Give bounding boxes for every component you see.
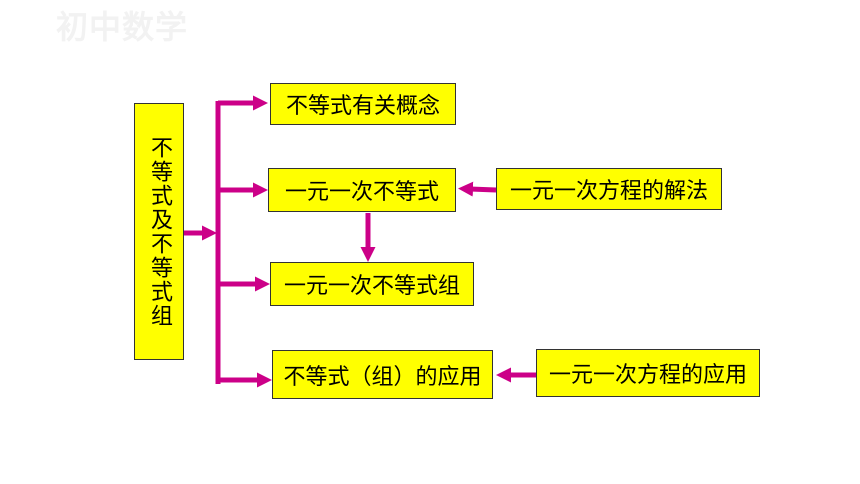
side-input-solution-method: 一元一次方程的解法 bbox=[496, 168, 722, 210]
watermark: 初中数学 bbox=[56, 8, 189, 46]
branch-node-applications: 不等式（组）的应用 bbox=[272, 350, 493, 399]
branch-node-linear-inequality: 一元一次不等式 bbox=[268, 168, 456, 212]
branch-node-inequality-system: 一元一次不等式组 bbox=[270, 262, 474, 306]
arrow-side-input-1 bbox=[458, 181, 497, 197]
root-node: 不等式及不等式组 bbox=[134, 103, 184, 360]
side-input-equation-applications: 一元一次方程的应用 bbox=[536, 349, 760, 397]
branch-node-concepts: 不等式有关概念 bbox=[270, 83, 456, 125]
